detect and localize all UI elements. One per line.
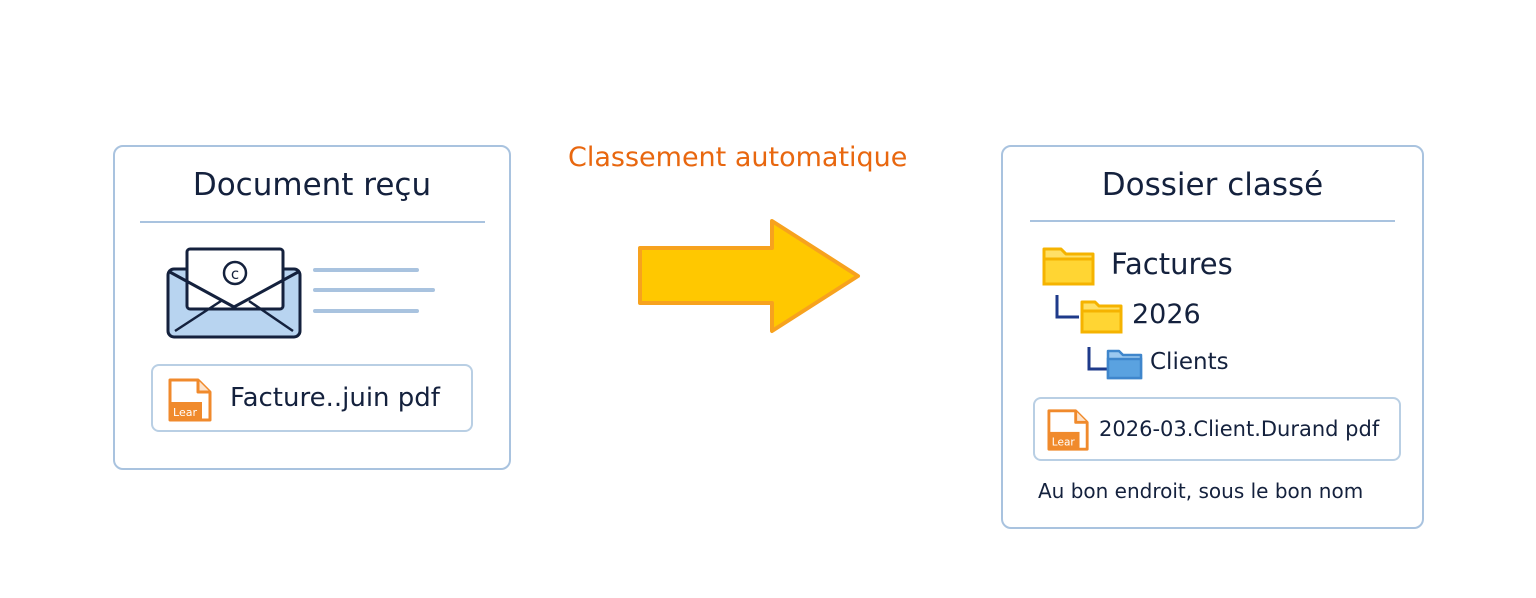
svg-text:c: c [231,265,239,283]
source-file-chip[interactable]: Lear Facture..juin pdf [151,364,473,432]
source-card-divider [140,221,485,223]
source-document-card: Document reçu c Lear Facture..juin pdf [113,145,511,470]
destination-card-divider [1030,220,1395,222]
pdf-icon-label: Lear [173,406,197,419]
destination-filename: 2026-03.Client.Durand pdf [1099,417,1380,441]
source-filename: Facture..juin pdf [230,383,440,413]
tree-connector [1087,347,1109,371]
right-arrow-icon [638,219,860,333]
folder-blue-icon[interactable] [1106,347,1144,381]
tree-item-clients[interactable]: Clients [1150,349,1229,375]
envelope-icon: c [166,247,435,339]
folder-yellow-icon[interactable] [1079,297,1125,335]
pdf-icon-label: Lear [1052,436,1076,448]
tree-item-factures[interactable]: Factures [1111,247,1233,281]
pdf-file-icon: Lear [1047,409,1089,451]
destination-card-title: Dossier classé [1101,167,1324,203]
tree-connector [1055,295,1079,319]
pdf-file-icon: Lear [168,378,212,422]
tree-item-2026[interactable]: 2026 [1132,299,1201,330]
destination-caption: Au bon endroit, sous le bon nom [1038,479,1364,503]
flow-label: Classement automatique [568,142,908,173]
folder-yellow-icon[interactable] [1041,243,1097,287]
destination-folder-card: Dossier classé Factures 2026 Clients Lea… [1001,145,1424,529]
source-card-title: Document reçu [192,167,432,203]
destination-file-chip[interactable]: Lear 2026-03.Client.Durand pdf [1033,397,1401,461]
